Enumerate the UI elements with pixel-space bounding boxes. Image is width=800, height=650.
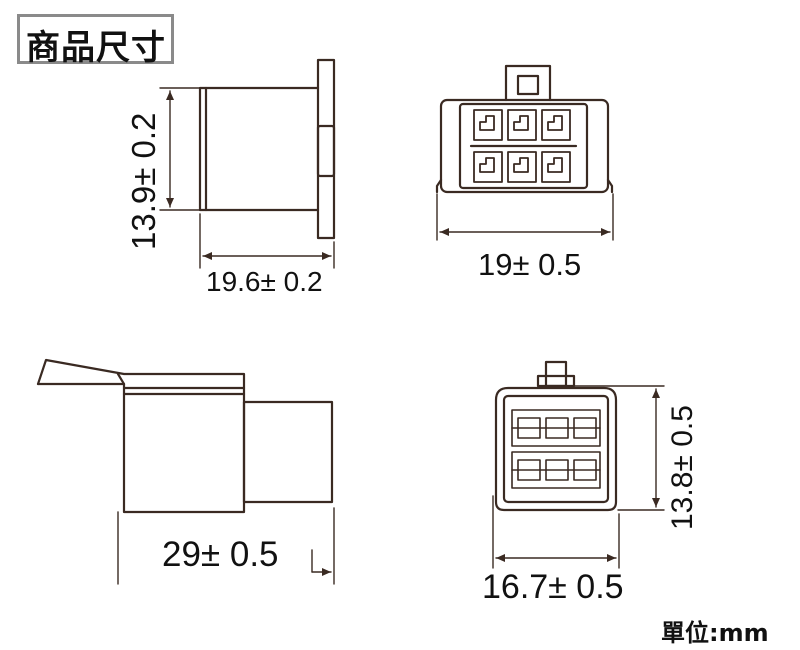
rear-view-dimension-lines (492, 385, 665, 569)
side-height-label: 13.9± 0.2 (125, 112, 162, 250)
page-title: 商品尺寸 (26, 28, 166, 68)
front-view-connector (435, 64, 614, 194)
rear-height-label: 13.8± 0.5 (666, 405, 699, 530)
long-side-view-dimension-lines (117, 507, 335, 585)
long-side-length-label: 29± 0.5 (162, 535, 279, 574)
rear-width-label: 16.7± 0.5 (482, 568, 624, 606)
long-side-view-connector (36, 358, 334, 514)
title-box: 商品尺寸 (17, 14, 174, 68)
front-width-label: 19± 0.5 (478, 247, 582, 282)
side-length-label: 19.6± 0.2 (206, 266, 323, 297)
side-view-connector (198, 58, 336, 240)
front-view-dimension-lines (436, 193, 614, 241)
side-view-dimension-lines (159, 87, 335, 269)
rear-view-connector (494, 360, 618, 512)
unit-label: 單位:mm (661, 619, 769, 647)
